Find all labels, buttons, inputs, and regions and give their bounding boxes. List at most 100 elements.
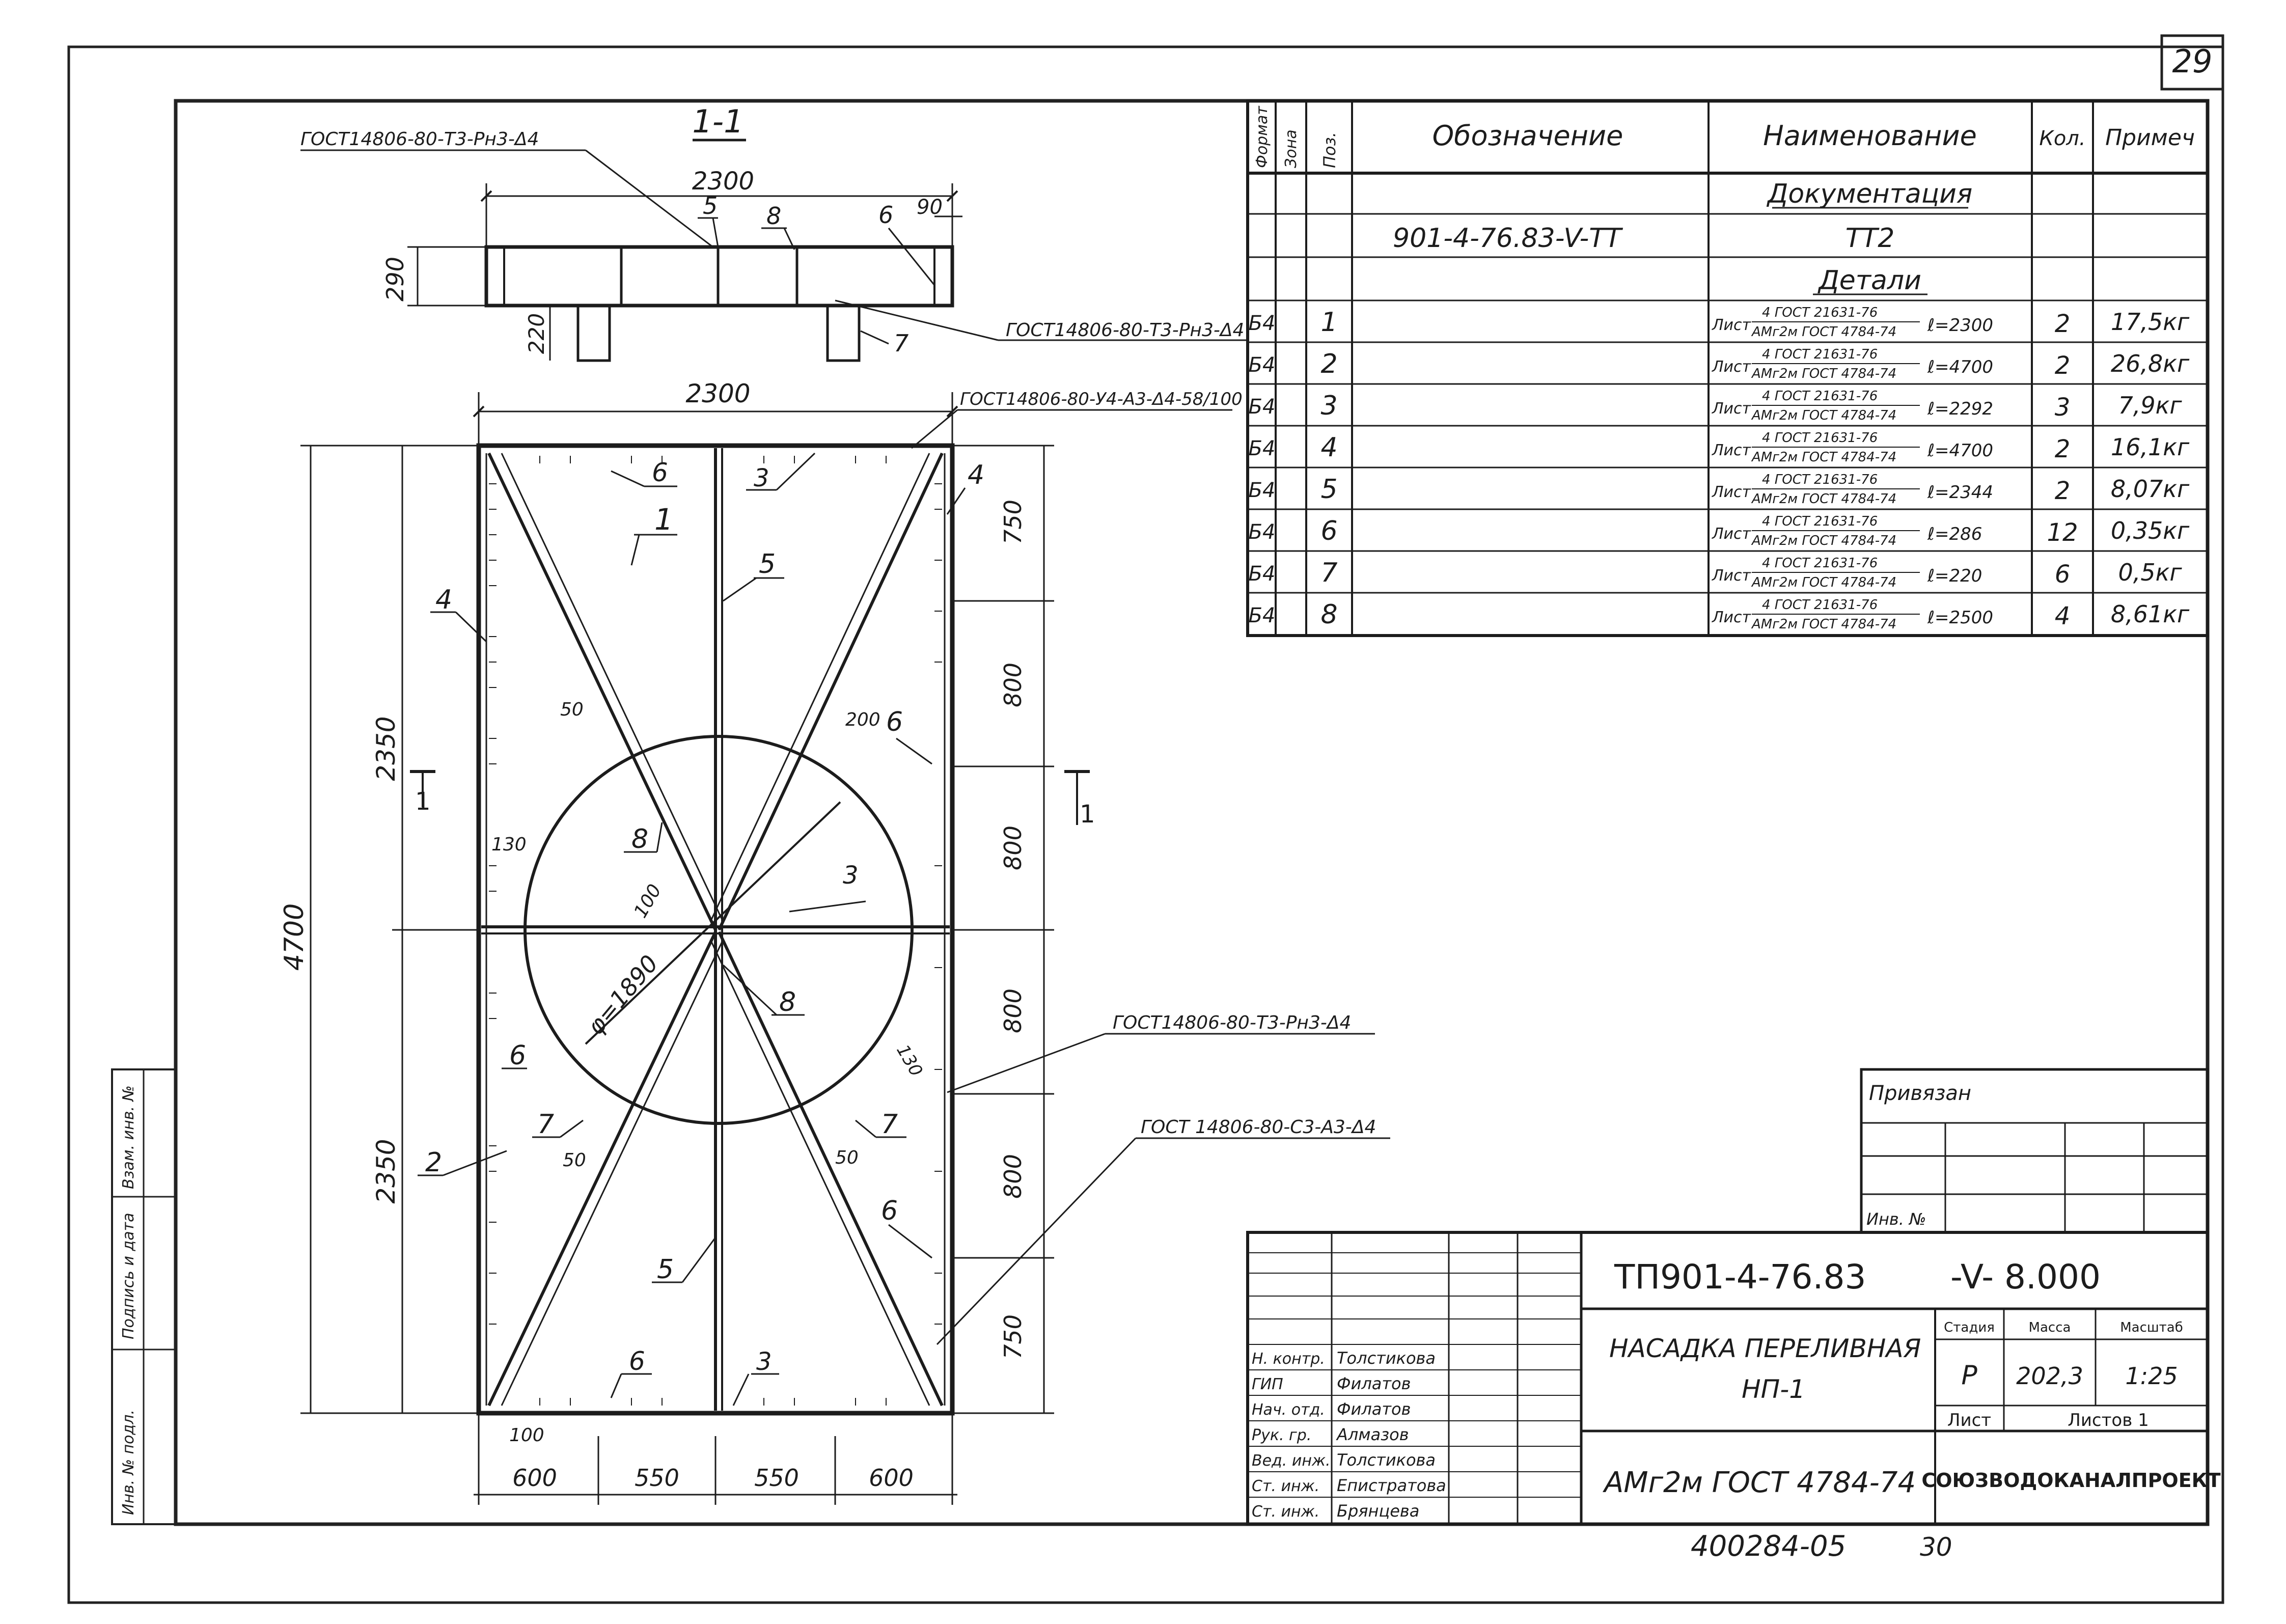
spec-row-note: 0,5кг [2118,559,2182,586]
cut-marker-right: 1 [1080,800,1095,829]
spec-row-qty: 3 [2055,393,2071,422]
doc-code-suffix: -V- 8.000 [1950,1257,2101,1297]
spec-row-sheet: Лист [1712,442,1752,459]
spec-row-sheet: Лист [1712,609,1752,626]
spec-row-name-bottom: АМг2м ГОСТ 4784-74 [1751,617,1896,632]
dim-130-right: 130 [892,1041,926,1080]
spec-row-sheet: Лист [1712,316,1752,334]
callout-6-top: 6 [652,458,668,487]
plan-width-dim: 2300 [685,379,750,408]
spec-row-length: ℓ=2292 [1927,399,1993,419]
spec-doc-designation: 901-4-76.83-V-ТТ [1393,223,1623,254]
plan-bottom-dim-2: 550 [635,1464,679,1492]
dim-200: 200 [845,709,880,730]
plan-height-dim: 4700 [279,903,310,971]
weld-mid: ГОСТ14806-80-Т3-Рн3-Δ4 [1113,1012,1351,1033]
stage-value: Р [1961,1360,1977,1391]
stage-label: Стадия [1944,1320,1995,1335]
spec-row-note: 8,07кг [2111,475,2190,503]
footer-number: 400284-05 [1691,1530,1846,1563]
section-height-dim: 290 [381,257,409,301]
spec-row-note: 0,35кг [2111,517,2190,544]
spec-header-designation: Обозначение [1433,120,1623,152]
signer-role: Ст. инж. [1252,1503,1319,1521]
dim-130: 130 [491,834,527,855]
dim-100-center: 100 [630,880,666,921]
spec-row-format: Б4 [1249,353,1276,377]
plan-right-dim-6: 750 [999,1314,1027,1359]
callout-2: 2 [425,1147,442,1178]
spec-header-qty: Кол. [2039,127,2085,150]
spec-row-length: ℓ=4700 [1927,357,1993,377]
sheets-label: Листов 1 [2068,1410,2149,1430]
spec-row-sheet: Лист [1712,400,1752,418]
page-number: 29 [2172,43,2213,80]
callout-6-lower-right: 6 [881,1196,898,1226]
diameter-label: φ=1890 [582,950,664,1040]
callout-7-right: 7 [881,1109,898,1140]
callout-3-top: 3 [754,464,769,492]
spec-row-note: 17,5кг [2111,308,2190,336]
weld-top: ГОСТ14806-80-У4-А3-Δ4-58/100 [960,389,1243,409]
signer-role: Вед. инж. [1252,1452,1331,1470]
callout-3-bottom: 3 [756,1347,772,1376]
spec-row-qty: 4 [2055,602,2071,630]
section-callout-8: 8 [766,202,781,230]
spec-row-qty: 2 [2055,351,2071,380]
spec-row-format: Б4 [1249,395,1276,419]
spec-row-pos: 7 [1320,558,1337,588]
spec-section-doc: Документация [1767,179,1972,209]
signer-name: Брянцева [1337,1501,1419,1521]
scale-label: Масштаб [2120,1320,2183,1335]
callout-6-left: 6 [509,1040,526,1071]
dim-50-b: 50 [563,1150,586,1171]
section-weld-right: ГОСТ14806-80-Т3-Рн3-Δ4 [1006,320,1244,341]
cut-marker-left: 1 [415,787,431,816]
spec-row-format: Б4 [1249,312,1276,335]
mass-label: Масса [2029,1320,2071,1335]
spec-row-qty: 12 [2047,518,2078,547]
callout-4-right: 4 [968,460,984,490]
title-block: ТП901-4-76.83 -V- 8.000 НАСАДКА ПЕРЕЛИВН… [1246,1231,2221,1526]
signer-name: Филатов [1337,1399,1411,1419]
spec-row-name-bottom: АМг2м ГОСТ 4784-74 [1751,324,1896,340]
spec-row-pos: 8 [1320,599,1337,630]
callout-5-bottom: 5 [657,1254,674,1285]
signer-role: Ст. инж. [1252,1477,1319,1495]
org-name: СОЮЗВОДОКАНАЛПРОЕКТ [1921,1469,2220,1492]
spec-row-qty: 2 [2055,477,2071,505]
doc-code: ТП901-4-76.83 [1614,1257,1866,1297]
spec-row-note: 26,8кг [2111,350,2190,377]
spec-header-pos: Поз. [1320,132,1339,168]
spec-row-length: ℓ=2500 [1927,608,1993,628]
spec-row-length: ℓ=4700 [1927,441,1993,461]
signer-name: Толстикова [1337,1450,1436,1470]
spec-row-note: 16,1кг [2111,433,2190,461]
spec-row-name-bottom: АМг2м ГОСТ 4784-74 [1751,575,1896,590]
spec-row-name-top: 4 ГОСТ 21631-76 [1762,305,1878,320]
spec-row-sheet: Лист [1712,525,1752,543]
spec-row-length: ℓ=286 [1927,524,1982,544]
dim-50-c: 50 [835,1147,859,1168]
spec-row-name-bottom: АМг2м ГОСТ 4784-74 [1751,491,1896,507]
spec-section-details: Детали [1817,265,1921,296]
section-label: 1-1 [692,103,743,140]
callout-7-left: 7 [537,1109,554,1140]
side-stamp-zam-inv: Взам. инв. № [120,1085,137,1189]
spec-row-name-top: 4 ГОСТ 21631-76 [1762,430,1878,446]
spec-row-sheet: Лист [1712,567,1752,585]
callout-3-mid: 3 [843,861,859,890]
spec-row-name-bottom: АМг2м ГОСТ 4784-74 [1751,533,1896,548]
plan-view: 2300 4700 2350 2350 1 1 750 800 800 800 … [279,379,1390,1505]
material-label: АМг2м ГОСТ 4784-74 [1603,1466,1916,1499]
spec-row-note: 7,9кг [2118,392,2182,419]
spec-row-name-top: 4 ГОСТ 21631-76 [1762,347,1878,362]
spec-row-qty: 2 [2055,435,2071,463]
spec-row-pos: 2 [1320,349,1337,379]
callout-8-top: 8 [631,824,648,855]
spec-row-length: ℓ=2344 [1927,482,1993,503]
plan-half-dim-upper: 2350 [371,716,401,781]
plan-right-dim-2: 800 [999,663,1027,707]
signer-name: Филатов [1337,1374,1411,1393]
